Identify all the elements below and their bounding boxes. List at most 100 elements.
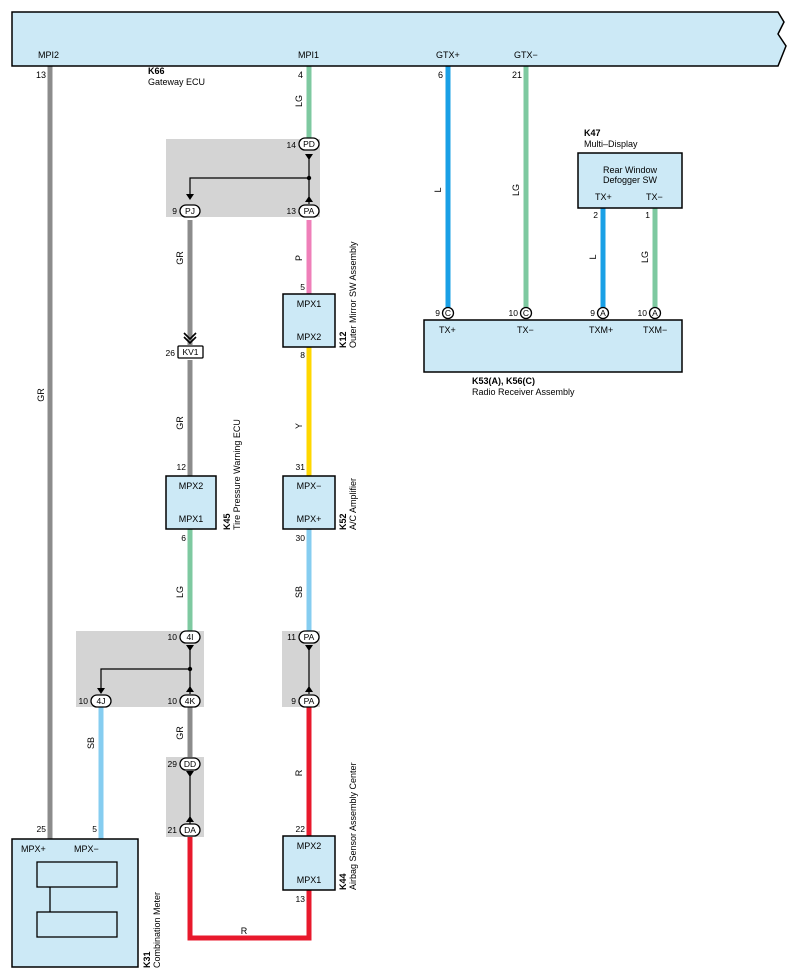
svg-text:KV1: KV1 <box>182 347 198 357</box>
airbag-pin-in: 22 <box>296 824 306 834</box>
connector-pa-9: 9 PA <box>291 694 320 708</box>
radio-name: Radio Receiver Assembly <box>472 387 575 397</box>
radio-connector-c-9: 9 C <box>435 306 455 320</box>
wire-label-mpi2: GR <box>36 388 46 402</box>
multi-display-tx-minus: TX− <box>646 192 663 202</box>
tire-pin-in: 12 <box>177 462 187 472</box>
wire-label-y: Y <box>294 423 304 429</box>
gateway-code: K66 <box>148 66 165 76</box>
wire-label-r-right: R <box>294 769 304 776</box>
ac-name: A/C Amplifier <box>348 478 358 530</box>
tire-mpx1: MPX1 <box>179 514 204 524</box>
svg-text:9: 9 <box>291 696 296 706</box>
connector-pa-11: 11 PA <box>287 630 320 644</box>
gateway-gtx-minus-label: GTX− <box>514 50 538 60</box>
radio-code: K53(A), K56(C) <box>472 376 535 386</box>
arrow-4k-up <box>186 686 194 692</box>
svg-text:PJ: PJ <box>185 206 195 216</box>
gateway-pin-gtx-plus: 6 <box>438 70 443 80</box>
svg-text:29: 29 <box>168 759 178 769</box>
defogger-sw-line1: Rear Window <box>603 165 658 175</box>
wire-label-sb-left: SB <box>86 737 96 749</box>
svg-text:C: C <box>445 308 451 318</box>
connector-dd: 29 DD <box>168 757 201 771</box>
radio-tx-plus-label: TX+ <box>439 325 456 335</box>
svg-text:11: 11 <box>287 632 296 642</box>
tire-name: Tire Pressure Warning ECU <box>232 419 242 530</box>
airbag-pin-out: 13 <box>296 894 306 904</box>
wire-label-gr-low: GR <box>175 726 185 740</box>
ac-pin-out: 30 <box>296 533 306 543</box>
svg-text:C: C <box>523 308 529 318</box>
svg-text:DD: DD <box>184 759 196 769</box>
svg-text:9: 9 <box>590 308 595 318</box>
tire-mpx2: MPX2 <box>179 481 204 491</box>
multi-display-name: Multi–Display <box>584 139 638 149</box>
svg-text:10: 10 <box>168 632 178 642</box>
mirror-mpx1: MPX1 <box>297 299 322 309</box>
wire-label-sb-mid: SB <box>294 586 304 598</box>
gateway-pin-mpi1: 4 <box>298 70 303 80</box>
radio-receiver-box <box>423 319 683 373</box>
wire-label-gr-mid: GR <box>175 416 185 430</box>
ac-pin-in: 31 <box>296 462 306 472</box>
gateway-name: Gateway ECU <box>148 77 205 87</box>
mirror-name: Outer Mirror SW Assembly <box>348 241 358 348</box>
radio-connector-a-10: 10 A <box>638 306 662 320</box>
meter-pin-plus: 25 <box>37 824 47 834</box>
connector-pj: 9 PJ <box>172 204 201 218</box>
mirror-box <box>282 293 336 348</box>
wire-label-p: P <box>294 255 304 261</box>
meter-mpx-plus: MPX+ <box>21 844 46 854</box>
arrow-pa9-up <box>305 686 313 692</box>
svg-text:A: A <box>652 308 658 318</box>
svg-text:10: 10 <box>79 696 89 706</box>
svg-text:PA: PA <box>304 632 315 642</box>
wire-label-md-minus: LG <box>640 251 650 263</box>
svg-text:9: 9 <box>172 206 177 216</box>
airbag-name: Airbag Sensor Assembly Center <box>348 762 358 890</box>
connector-pa-top: 13 PA <box>287 204 320 218</box>
arrow-pd-down <box>305 154 313 160</box>
multi-display-tx-plus: TX+ <box>595 192 612 202</box>
airbag-mpx1: MPX1 <box>297 875 322 885</box>
multi-display-box <box>577 152 683 209</box>
radio-txm-plus-label: TXM+ <box>589 325 613 335</box>
svg-text:14: 14 <box>287 140 297 150</box>
tire-pin-out: 6 <box>181 533 186 543</box>
gateway-ecu-box <box>11 11 787 67</box>
mirror-pin-in: 5 <box>300 282 305 292</box>
wire-label-lg-mid: LG <box>175 586 185 598</box>
arrow-pa-up <box>305 196 313 202</box>
gateway-mpi2-label: MPI2 <box>38 50 59 60</box>
radio-connector-c-10: 10 C <box>509 306 533 320</box>
connector-4k: 10 4K <box>168 694 201 708</box>
svg-text:21: 21 <box>168 825 178 835</box>
connector-da: 21 DA <box>168 823 201 837</box>
arrow-pa11-down <box>305 645 313 651</box>
arrow-da-up <box>186 816 194 822</box>
svg-text:4J: 4J <box>97 696 106 706</box>
meter-code: K31 <box>142 951 152 968</box>
meter-mpx-minus: MPX− <box>74 844 99 854</box>
tire-box <box>165 475 217 530</box>
svg-text:9: 9 <box>435 308 440 318</box>
wire-label-gtx-minus: LG <box>511 184 521 196</box>
gateway-pin-mpi2: 13 <box>36 70 46 80</box>
arrow-4j-down <box>97 688 105 694</box>
airbag-mpx2: MPX2 <box>297 841 322 851</box>
ac-mpx-plus: MPX+ <box>297 514 322 524</box>
meter-inner-top <box>36 861 118 888</box>
multi-display-code: K47 <box>584 128 601 138</box>
radio-connector-a-9: 9 A <box>590 306 610 320</box>
meter-inner-bottom <box>36 911 118 938</box>
wire-label-md-plus: L <box>588 254 598 259</box>
arrow-dd-down <box>186 771 194 777</box>
wire-label-r-bottom: R <box>241 926 248 936</box>
mirror-pin-out: 8 <box>300 350 305 360</box>
wire-label-gr-upper: GR <box>175 251 185 265</box>
airbag-code: K44 <box>338 873 348 890</box>
svg-text:10: 10 <box>168 696 178 706</box>
radio-txm-minus-label: TXM− <box>643 325 667 335</box>
